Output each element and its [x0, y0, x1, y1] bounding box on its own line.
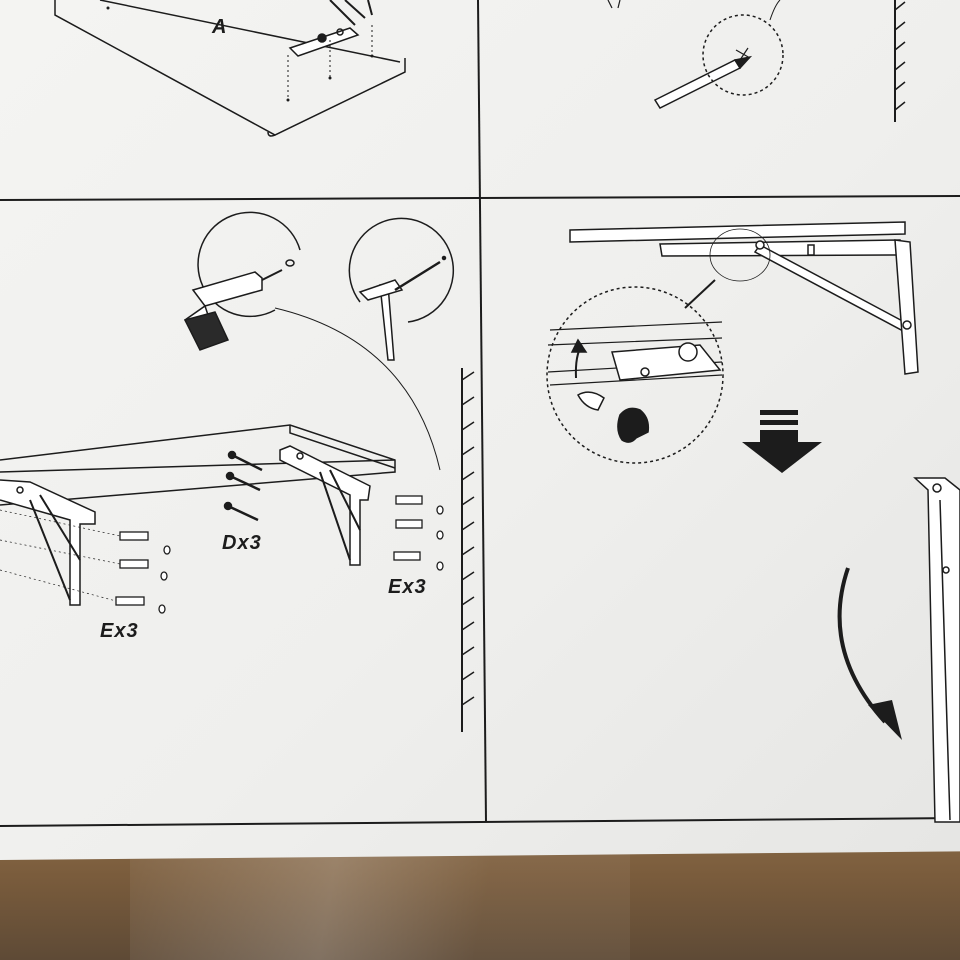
instruction-drawing	[0, 0, 960, 827]
curved-arrow-icon	[837, 567, 902, 740]
panel-borders	[0, 0, 960, 827]
anchors-e-left-label: Ex3	[100, 620, 139, 642]
folding-bracket-side	[569, 221, 919, 375]
down-arrow-icon	[742, 410, 822, 473]
anchors-e-left	[0, 509, 171, 614]
detail-magnifier	[546, 228, 771, 464]
screws-d	[223, 450, 263, 522]
instruction-sheet: A Dx3 Ex3 Ex3	[0, 0, 960, 860]
folded-bracket	[913, 477, 960, 823]
wall-icon-left-panel	[461, 368, 475, 732]
part-a-label: A	[212, 16, 228, 38]
shelf-assembly	[0, 424, 396, 606]
wall-icon	[894, 0, 906, 122]
finger-icon	[570, 338, 650, 443]
marking-dots	[106, 6, 374, 102]
anchors-e-right-label: Ex3	[388, 576, 427, 598]
plastic-wrap	[130, 850, 630, 960]
connector-arc	[274, 307, 441, 471]
anchors-e-right	[393, 495, 444, 571]
pencil-icon	[607, 0, 784, 109]
hammer-icon	[348, 217, 455, 361]
screws-d-label: Dx3	[222, 532, 262, 554]
shelf-board-a	[54, 0, 406, 137]
drill-icon	[183, 211, 301, 351]
